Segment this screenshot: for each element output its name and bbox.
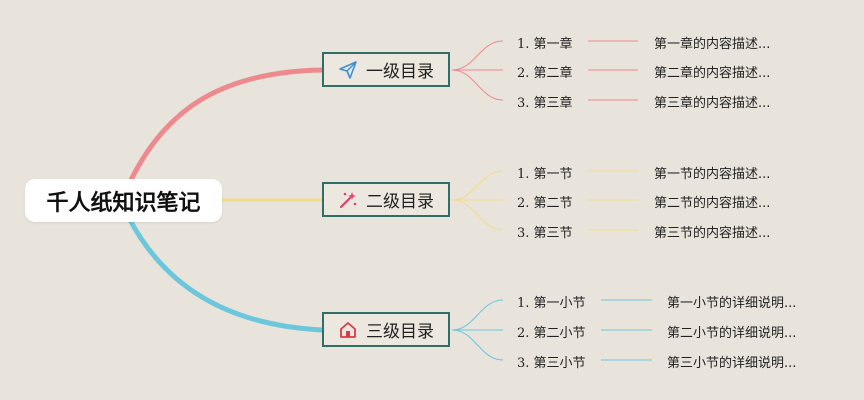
branch-node-2[interactable]: 二级目录	[322, 182, 450, 217]
leaf-description[interactable]: 第二小节的详细说明...	[667, 326, 797, 341]
leaf-description[interactable]: 第一章的内容描述...	[654, 37, 771, 52]
leaf-description[interactable]: 第二节的内容描述...	[654, 196, 771, 211]
leaf-description[interactable]: 第三小节的详细说明...	[667, 356, 797, 371]
branch-node-3[interactable]: 三级目录	[322, 312, 450, 347]
leaf-description[interactable]: 第三节的内容描述...	[654, 226, 771, 241]
root-branch-1-curve	[127, 67, 325, 185]
branch1-sub-curve-3	[451, 69, 504, 101]
home-icon	[338, 320, 358, 340]
leaf-description[interactable]: 第三章的内容描述...	[654, 96, 771, 111]
leaf-description[interactable]: 第一节的内容描述...	[654, 167, 771, 182]
branch-label: 三级目录	[366, 322, 434, 342]
leaf-description[interactable]: 第一小节的详细说明...	[667, 296, 797, 311]
branch3-sub-curve-3	[451, 329, 504, 361]
leaf-item[interactable]: 3. 第三小节	[517, 356, 586, 371]
root-node[interactable]: 千人纸知识笔记	[25, 179, 222, 222]
leaf-item[interactable]: 2. 第二章	[517, 66, 573, 81]
leaf-item[interactable]: 3. 第三章	[517, 96, 573, 111]
branch3-sub-curve-1	[451, 299, 504, 331]
leaf-item[interactable]: 3. 第三节	[517, 226, 573, 241]
magic-wand-icon	[338, 190, 358, 210]
root-branch-3-curve	[127, 217, 325, 333]
leaf-item[interactable]: 1. 第一章	[517, 37, 573, 52]
leaf-item[interactable]: 1. 第一小节	[517, 296, 586, 311]
leaf-description[interactable]: 第二章的内容描述...	[654, 66, 771, 81]
branch-node-1[interactable]: 一级目录	[322, 52, 450, 87]
branch2-sub-curve-3	[451, 199, 504, 231]
branch2-sub-curve-1	[451, 170, 504, 201]
leaf-item[interactable]: 2. 第二节	[517, 196, 573, 211]
branch1-sub-curve-1	[451, 40, 504, 71]
leaf-item[interactable]: 1. 第一节	[517, 167, 573, 182]
branch-label: 二级目录	[366, 192, 434, 212]
root-title: 千人纸知识笔记	[46, 190, 201, 216]
branch-label: 一级目录	[366, 62, 434, 82]
paper-plane-icon	[338, 60, 358, 80]
leaf-item[interactable]: 2. 第二小节	[517, 326, 586, 341]
